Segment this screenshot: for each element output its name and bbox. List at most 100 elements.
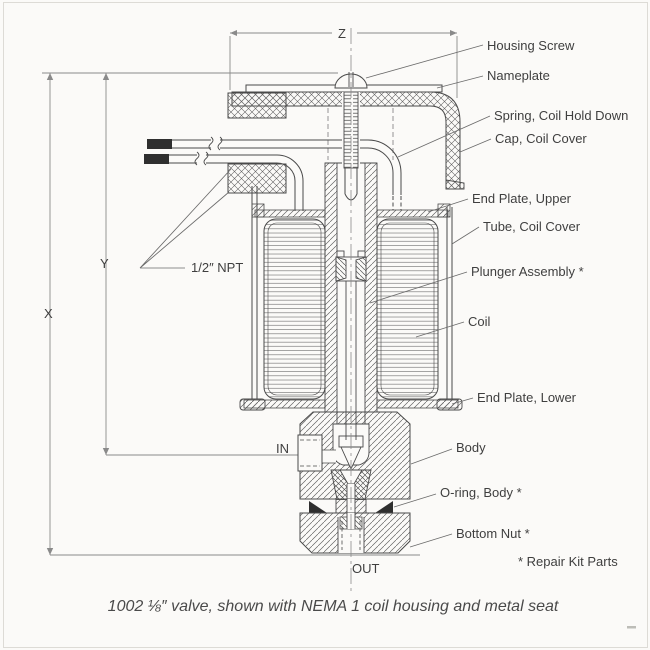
leader-tube-cover: [451, 226, 480, 245]
tube-wall-right: [364, 162, 378, 413]
wire-upper-outer: [172, 139, 402, 195]
oring-right: [375, 501, 393, 513]
plunger-rod: [345, 281, 357, 440]
port-label-out: OUT: [352, 561, 380, 576]
leader-housing-screw: [365, 44, 484, 79]
screw-slot: [348, 72, 354, 87]
tube-wall-left: [324, 162, 338, 413]
part-label-cap: Cap, Coil Cover: [495, 131, 587, 146]
part-label-housing-screw: Housing Screw: [487, 38, 575, 53]
arrow-y-top: [102, 73, 110, 80]
diagram-caption: 1002 ⅛″ valve, shown with NEMA 1 coil ho…: [108, 598, 559, 615]
end-plate-lower-left: [243, 399, 326, 409]
scan-smudge: [627, 626, 636, 629]
leader-end-plate-upper: [427, 198, 469, 213]
oring-band: [300, 498, 410, 514]
leader-coil: [415, 321, 465, 338]
valve-body: [297, 411, 411, 500]
wire-lower-outer: [169, 154, 304, 211]
part-label-body: Body: [456, 440, 486, 455]
part-label-bottom-nut: Bottom Nut *: [456, 526, 530, 541]
leader-plunger: [369, 271, 468, 304]
wire-upper-hidden: [392, 196, 402, 210]
arrow-z-left: [230, 30, 237, 36]
cap-foot-flare: [445, 179, 465, 190]
repair-kit-footnote: * Repair Kit Parts: [518, 554, 618, 569]
leader-spring: [397, 115, 491, 158]
hidden-lines: [327, 108, 394, 160]
leader-end-plate-lower: [451, 397, 474, 405]
end-plate-lower-right: [376, 399, 459, 409]
oring-left: [309, 501, 327, 513]
dim-label-y: Y: [100, 256, 109, 271]
wire-upper-tip: [147, 139, 172, 149]
dim-label-x: X: [44, 306, 53, 321]
leader-cap: [459, 138, 492, 153]
collar-hatch-left: [335, 256, 347, 282]
end-plate-upper-left: [254, 209, 326, 218]
collar-ear-left: [336, 250, 345, 258]
wire-lower-break-gap: [197, 152, 206, 165]
port-label-in: IN: [276, 441, 289, 456]
leader-nameplate: [436, 75, 484, 89]
part-label-oring: O-ring, Body *: [440, 485, 522, 500]
coil-right-inner: [380, 222, 435, 396]
leader-body: [410, 448, 453, 465]
arrow-x-top: [46, 73, 54, 80]
bottom-nut: [299, 512, 411, 554]
inlet-port-threads: [300, 439, 320, 467]
orifice-continue-walls: [346, 499, 356, 513]
plunger-tube: [324, 162, 378, 413]
conduit-label-npt: 1/2″ NPT: [191, 260, 243, 275]
labels: Housing Screw Nameplate Spring, Coil Hol…: [44, 26, 628, 615]
part-label-coil: Coil: [468, 314, 491, 329]
wire-upper-inner: [172, 147, 394, 195]
scan-border: [3, 2, 648, 648]
dim-label-z: Z: [338, 26, 346, 41]
end-plate-upper-nub-right: [437, 203, 451, 218]
part-label-tube-cover: Tube, Coil Cover: [483, 219, 581, 234]
dim-z-extension-lines: [229, 36, 458, 98]
coil-assembly: [239, 186, 463, 411]
wire-upper-break: [208, 136, 223, 151]
arrow-x-bottom: [46, 548, 54, 555]
lead-wires: [144, 136, 402, 211]
tube-cover-right-wall: [446, 207, 453, 399]
conduit-hub-lower: [227, 163, 287, 194]
part-label-nameplate: Nameplate: [487, 68, 550, 83]
collar-ear-right: [357, 250, 366, 258]
dimension-lines: [42, 32, 458, 556]
arrow-y-bottom: [102, 448, 110, 455]
part-label-end-plate-lower: End Plate, Lower: [477, 390, 577, 405]
orifice-continue: [347, 499, 355, 513]
outlet-threads: [341, 521, 361, 550]
leader-lines: [139, 44, 492, 548]
part-label-spring: Spring, Coil Hold Down: [494, 108, 628, 123]
part-label-plunger: Plunger Assembly *: [471, 264, 584, 279]
wire-lower-break: [194, 151, 209, 166]
tube-cover-left-wall: [251, 186, 258, 399]
wire-upper-break-gap: [211, 137, 220, 150]
wire-lower-inner: [169, 162, 296, 211]
collar-hatch-right: [355, 256, 367, 282]
leader-oring: [393, 493, 437, 508]
inlet-port: [297, 434, 323, 472]
leader-npt: [139, 168, 232, 269]
dimension-arrows: [46, 30, 457, 555]
inlet-passage-edges: [321, 449, 336, 464]
end-plate-upper-right: [376, 209, 449, 218]
conduit-hub-upper: [227, 92, 287, 119]
arrow-z-right: [450, 30, 457, 36]
outlet-channel-walls: [337, 517, 365, 553]
leader-bottom-nut: [409, 533, 453, 548]
orifice-walls: [346, 484, 356, 500]
coil-left-inner: [267, 222, 322, 396]
wire-lower-tip: [144, 154, 169, 164]
tube-interior-walls: [336, 412, 366, 424]
coil-right: [376, 218, 439, 400]
end-plate-upper-nub-left: [251, 203, 265, 218]
part-label-end-plate-upper: End Plate, Upper: [472, 191, 572, 206]
inlet-passage: [321, 450, 336, 463]
